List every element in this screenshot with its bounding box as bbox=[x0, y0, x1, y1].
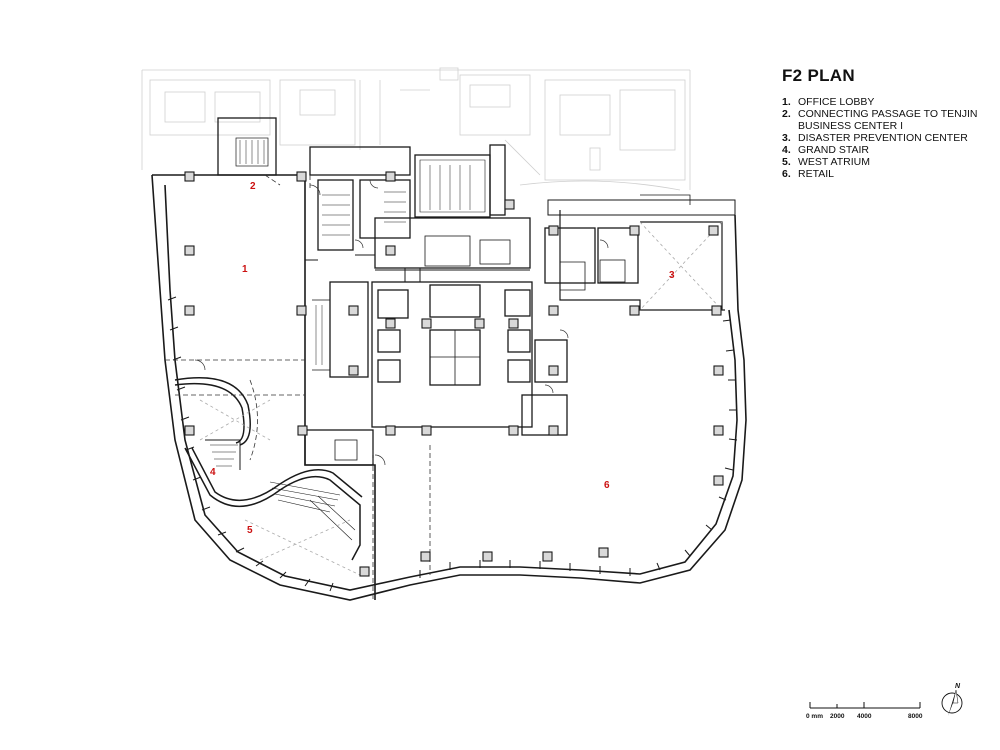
room-label-disaster-prevention: 3 bbox=[669, 270, 675, 281]
legend-item: 5.WEST ATRIUM bbox=[782, 156, 870, 168]
legend-item: 2.CONNECTING PASSAGE TO TENJIN BUSINESS … bbox=[782, 108, 978, 132]
facade-ticks bbox=[167, 296, 738, 592]
columns bbox=[184, 171, 724, 577]
scale-label-8000: 8000 bbox=[908, 713, 923, 720]
grand-stair bbox=[174, 377, 363, 561]
outer-facade bbox=[151, 174, 747, 601]
north-arrow-icon bbox=[941, 689, 963, 716]
scale-bar bbox=[809, 702, 921, 709]
core-walls bbox=[217, 117, 736, 466]
context-buildings bbox=[141, 67, 691, 191]
plan-title: F2 PLAN bbox=[782, 66, 855, 85]
legend-item: 6.RETAIL bbox=[782, 168, 834, 180]
room-label-grand-stair: 4 bbox=[210, 467, 216, 478]
room-label-retail: 6 bbox=[604, 480, 610, 491]
scale-label-2000: 2000 bbox=[830, 713, 845, 720]
room-label-west-atrium: 5 bbox=[247, 525, 253, 536]
legend-item: 4.GRAND STAIR bbox=[782, 144, 869, 156]
scale-label-zero: 0 mm bbox=[806, 713, 823, 720]
room-label-connecting-passage: 2 bbox=[250, 181, 256, 192]
legend-item: 3.DISASTER PREVENTION CENTER bbox=[782, 132, 968, 144]
door-swings bbox=[194, 179, 609, 466]
room-label-office-lobby: 1 bbox=[242, 264, 248, 275]
north-label: N bbox=[955, 683, 961, 690]
legend-item: 1.OFFICE LOBBY bbox=[782, 96, 875, 108]
legend: 1.OFFICE LOBBY 2.CONNECTING PASSAGE TO T… bbox=[782, 96, 982, 180]
scale-label-4000: 4000 bbox=[857, 713, 872, 720]
